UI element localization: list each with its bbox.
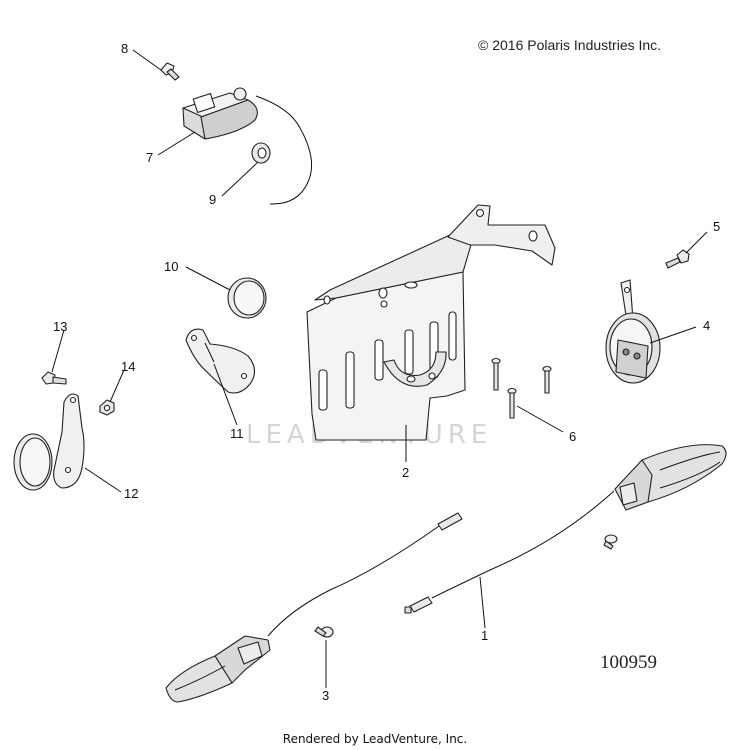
part-1-turn-signal-left[interactable] xyxy=(165,512,463,703)
leader-lines xyxy=(51,49,708,688)
callout-8: 8 xyxy=(121,41,128,56)
callout-6: 6 xyxy=(569,429,576,444)
part-8-screw[interactable] xyxy=(160,62,180,81)
callout-14: 14 xyxy=(121,359,135,374)
callout-7: 7 xyxy=(146,150,153,165)
part-4-horn[interactable] xyxy=(605,279,661,384)
callout-12: 12 xyxy=(124,486,138,501)
callout-10: 10 xyxy=(164,259,178,274)
part-3-screw-left[interactable] xyxy=(314,626,334,638)
part-10-reflector[interactable] xyxy=(227,277,267,319)
part-14-nut[interactable] xyxy=(99,399,115,416)
callout-numbers: 1 2 3 4 5 6 7 8 9 10 11 12 13 14 xyxy=(53,41,720,703)
part-6-screws[interactable] xyxy=(491,357,552,419)
footer-credit: Rendered by LeadVenture, Inc. xyxy=(282,732,468,746)
callout-11: 11 xyxy=(230,426,244,441)
copyright-text: © 2016 Polaris Industries Inc. xyxy=(478,37,662,53)
drawing-number: 100959 xyxy=(600,652,657,673)
callout-5: 5 xyxy=(713,219,720,234)
callout-4: 4 xyxy=(703,318,710,333)
callout-1: 1 xyxy=(481,628,488,643)
callout-13: 13 xyxy=(53,319,67,334)
part-2-license-bracket[interactable] xyxy=(306,204,556,441)
callout-3: 3 xyxy=(322,688,329,703)
part-11-reflector-bracket[interactable] xyxy=(185,328,256,394)
part-7-light-assembly[interactable] xyxy=(182,87,313,205)
callout-2: 2 xyxy=(402,465,409,480)
part-3-screw-right[interactable] xyxy=(603,534,618,550)
callout-9: 9 xyxy=(209,192,216,207)
part-9-grommet[interactable] xyxy=(251,142,271,164)
part-12-reflector-bracket[interactable] xyxy=(13,393,85,491)
part-5-bolt[interactable] xyxy=(665,249,690,269)
part-13-bolt[interactable] xyxy=(41,371,67,385)
part-1-turn-signal[interactable] xyxy=(404,444,727,614)
